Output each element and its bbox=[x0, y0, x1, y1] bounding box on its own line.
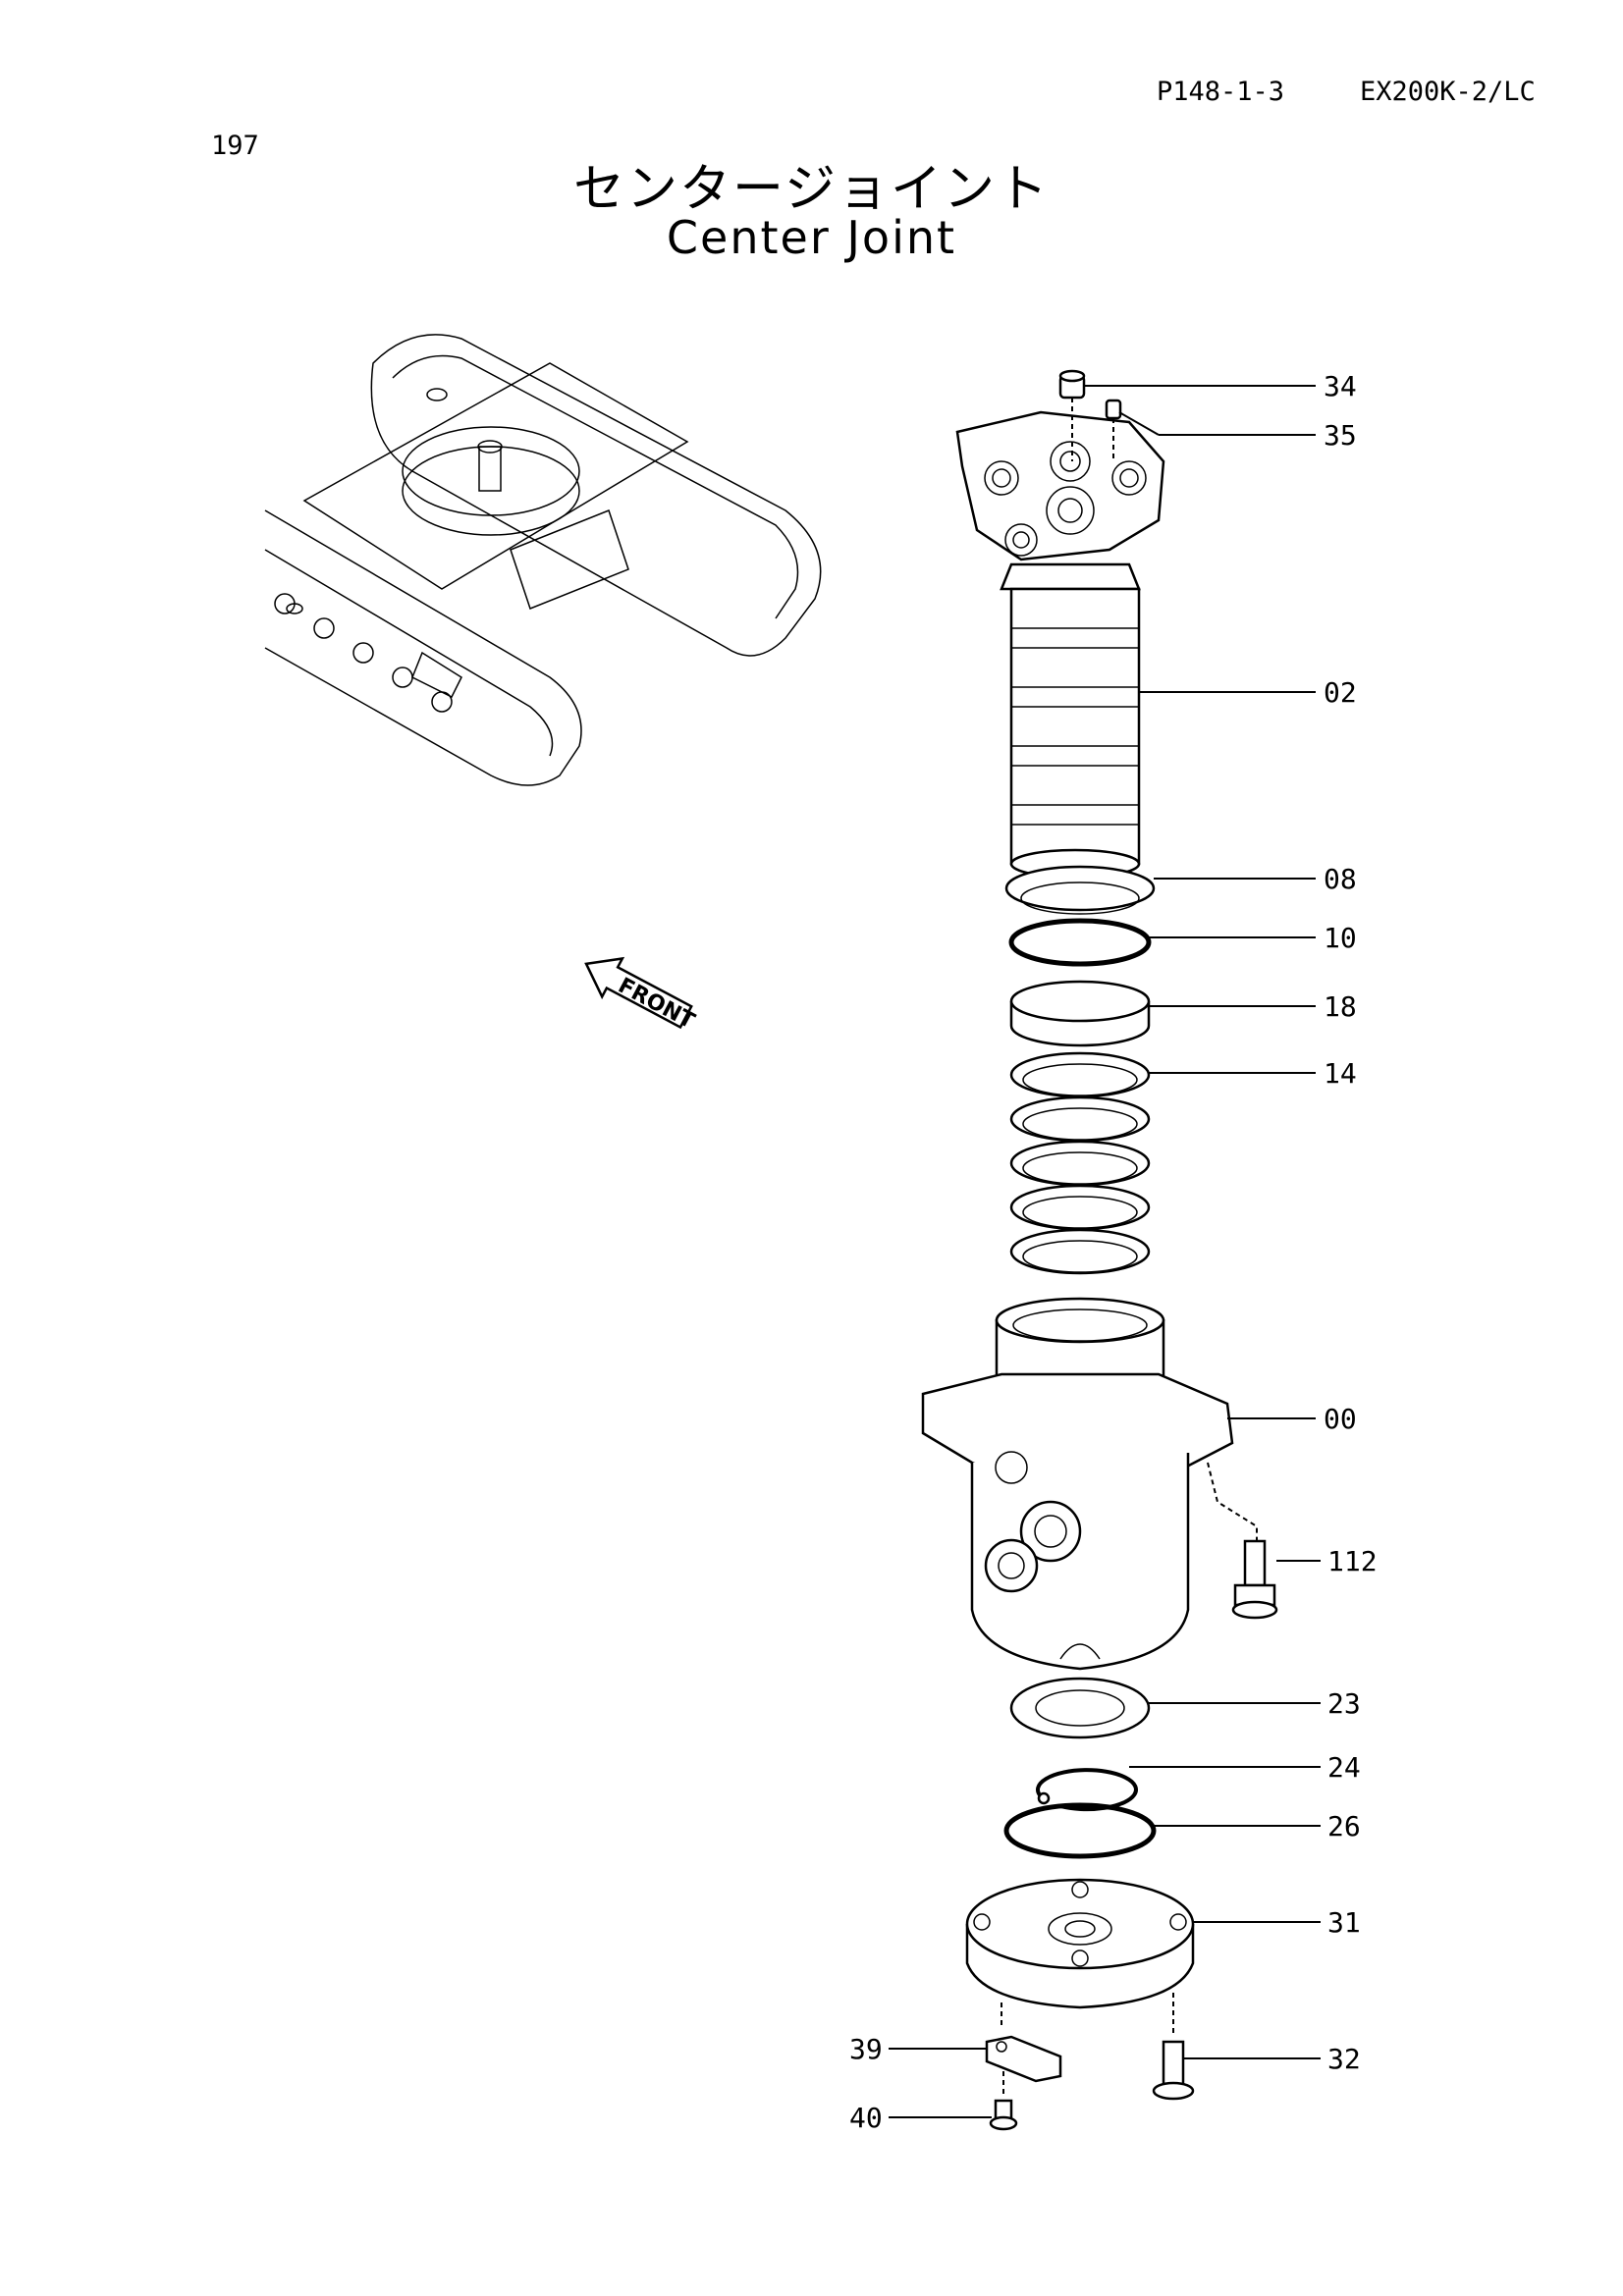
page-code: P148-1-3 bbox=[1157, 77, 1285, 107]
callout-35: 35 bbox=[1324, 419, 1357, 452]
part-39-plate bbox=[985, 2002, 1062, 2083]
callout-08: 08 bbox=[1324, 863, 1357, 895]
callout-24: 24 bbox=[1327, 1751, 1361, 1784]
undercarriage-sketch bbox=[264, 334, 822, 786]
center-joint-assembly bbox=[921, 369, 1278, 2131]
title-japanese: センタージョイント bbox=[573, 160, 1050, 219]
front-arrow: FRONT bbox=[584, 956, 698, 1034]
part-35-plug bbox=[1105, 399, 1122, 420]
part-32-bolt bbox=[1152, 1993, 1195, 2101]
part-31-cover bbox=[965, 1878, 1195, 2009]
callout-10: 10 bbox=[1324, 922, 1357, 954]
callout-31: 31 bbox=[1327, 1906, 1361, 1939]
callout-labels: 34 35 02 08 10 18 14 00 112 23 24 26 31 … bbox=[849, 370, 1378, 2134]
callout-39: 39 bbox=[849, 2033, 883, 2065]
part-14-seals bbox=[1009, 1051, 1151, 1275]
callout-112: 112 bbox=[1327, 1545, 1378, 1577]
part-00-body bbox=[921, 1297, 1234, 1671]
part-02-spindle bbox=[955, 410, 1165, 880]
leader-lines bbox=[889, 385, 1321, 2118]
part-112-bolt bbox=[1207, 1462, 1278, 1620]
callout-34: 34 bbox=[1324, 370, 1357, 402]
page-number: 197 bbox=[211, 131, 259, 161]
callout-02: 02 bbox=[1324, 676, 1357, 709]
callout-18: 18 bbox=[1324, 990, 1357, 1023]
part-40-bolt bbox=[989, 2071, 1018, 2131]
model-code: EX200K-2/LC bbox=[1360, 77, 1536, 107]
part-23-washer bbox=[1009, 1677, 1151, 1739]
callout-14: 14 bbox=[1324, 1057, 1357, 1090]
part-08-seal bbox=[1004, 865, 1156, 915]
title-english: Center Joint bbox=[666, 211, 957, 264]
part-26-o-ring bbox=[1003, 1802, 1157, 1859]
callout-00: 00 bbox=[1324, 1403, 1357, 1435]
part-10-o-ring bbox=[1008, 918, 1152, 967]
callout-26: 26 bbox=[1327, 1810, 1361, 1842]
callout-23: 23 bbox=[1327, 1687, 1361, 1720]
callout-40: 40 bbox=[849, 2102, 883, 2134]
part-18-ring bbox=[1009, 980, 1151, 1047]
part-34-plug bbox=[1058, 369, 1086, 400]
callout-32: 32 bbox=[1327, 2043, 1361, 2075]
